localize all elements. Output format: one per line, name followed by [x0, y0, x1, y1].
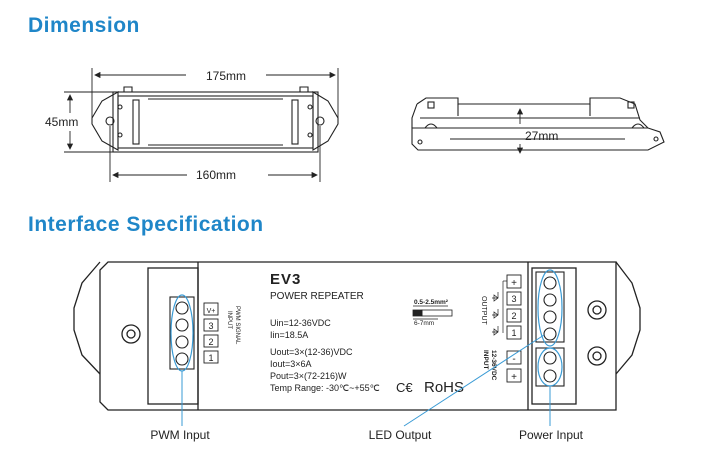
- dim-175-label: 175mm: [206, 69, 246, 83]
- rohs-mark: RoHS: [424, 379, 464, 396]
- device-type: POWER REPEATER: [270, 291, 364, 302]
- pwm-pin-vplus: V+: [207, 308, 216, 315]
- wire-gauge-icon: [412, 305, 453, 320]
- interface-heading: Interface Specification: [28, 213, 264, 236]
- dim-45: [64, 91, 118, 153]
- top-view-drawing: [91, 86, 339, 153]
- output-pin-2: 2: [511, 311, 516, 321]
- dim-27-label: 27mm: [525, 129, 558, 143]
- input-pin-plus: +: [511, 372, 517, 383]
- power-input-callout: Power Input: [519, 428, 584, 442]
- input-pin-boxes: [506, 350, 522, 383]
- dim-160-label: 160mm: [196, 168, 236, 182]
- pwm-input-callout: PWM Input: [150, 428, 210, 442]
- model-name: EV3: [270, 271, 301, 288]
- device-housing: [73, 261, 641, 411]
- power-terminal: [535, 347, 565, 387]
- dim-45-label: 45mm: [45, 115, 78, 129]
- output-pin-3: 3: [511, 294, 516, 304]
- led-symbols: [492, 280, 507, 336]
- led-output-callout: LED Output: [369, 428, 432, 442]
- output-pin-plus: +: [511, 278, 517, 289]
- output-pin-boxes: [506, 274, 522, 340]
- wire-gauge-label: 0.5-2.5mm²: [414, 299, 449, 306]
- output-pin-1: 1: [511, 328, 516, 338]
- ce-mark: C€: [396, 380, 413, 395]
- pwm-terminal: [169, 294, 195, 372]
- spec-uout: Uout=3×(12-36)VDC: [270, 347, 353, 357]
- pwm-block-title1: INPUT: [226, 311, 232, 329]
- pwm-pin-2: 2: [208, 337, 213, 347]
- spec-temp: Temp Range: -30℃~+55℃: [270, 383, 380, 393]
- pwm-block-title2: PWM SIGNAL: [234, 306, 240, 345]
- dim-160: [109, 126, 321, 182]
- dim-175: [91, 68, 339, 118]
- led-terminal: [535, 269, 565, 347]
- spec-iin: Iin=18.5A: [270, 330, 308, 340]
- callout-lines: [181, 334, 551, 427]
- spec-pout: Pout=3×(72-216)W: [270, 371, 347, 381]
- output-title: OUTPUT: [480, 296, 487, 326]
- pwm-pin-3: 3: [208, 321, 213, 331]
- dimension-heading: Dimension: [28, 14, 140, 37]
- pwm-pin-1: 1: [208, 353, 213, 363]
- pwm-pin-boxes: [203, 302, 219, 364]
- input-title2: 12-36VDC: [490, 350, 497, 381]
- spec-uin: Uin=12-36VDC: [270, 318, 331, 328]
- spec-iout: Iout=3×6A: [270, 359, 312, 369]
- wire-strip-label: 6-7mm: [414, 320, 434, 327]
- input-pin-minus: -: [512, 354, 515, 365]
- input-title1: INPUT: [482, 350, 489, 370]
- side-view-drawing: [411, 97, 665, 151]
